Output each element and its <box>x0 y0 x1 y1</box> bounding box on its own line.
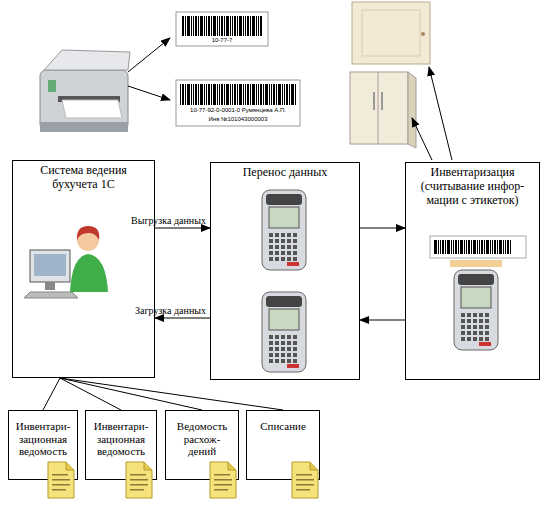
printer-illustration <box>40 122 128 132</box>
box-text: Инвентари- зационная ведомость <box>9 411 77 461</box>
printer-illustration <box>62 100 122 118</box>
inventory-arrow <box>429 67 452 160</box>
flow-arrow <box>60 378 283 410</box>
flow-arrow <box>360 228 405 229</box>
fridge-illustration <box>381 92 383 110</box>
inventory-arrow <box>412 118 432 160</box>
barcode-label <box>176 12 268 46</box>
barcode-label <box>176 12 268 46</box>
fridge-illustration <box>350 72 416 148</box>
printer-illustration <box>40 50 130 132</box>
box-text: Перенос данных <box>211 163 359 183</box>
edge-label: Загрузка данных <box>135 305 206 316</box>
door-illustration <box>352 2 430 64</box>
edge-label: Выгрузка данных <box>131 215 206 226</box>
report-box: Инвентари- зационная ведомость <box>85 410 157 480</box>
barcode-label <box>176 80 300 126</box>
box-text: Система ведения бухучета 1С <box>13 161 154 195</box>
print-arrow <box>128 38 170 72</box>
barcode-label <box>176 80 300 126</box>
print-arrow <box>128 86 170 100</box>
fridge-illustration <box>373 92 375 110</box>
box-text: Инвентари- зационная ведомость <box>86 411 156 461</box>
printer-illustration <box>44 50 130 70</box>
report-box: Инвентари- зационная ведомость <box>8 410 78 480</box>
door-illustration <box>352 2 430 64</box>
box-text: Ведомость расхож- дений <box>166 411 238 461</box>
barcode-text: Инв №101043000003 <box>176 116 300 122</box>
system-box: Инвентаризация (считывание инфор- мации … <box>405 162 540 380</box>
barcode-label <box>180 84 296 105</box>
flow-arrow <box>60 378 202 410</box>
printer-illustration <box>58 96 120 102</box>
flow-arrow <box>60 378 121 410</box>
system-box: Система ведения бухучета 1С <box>12 160 155 378</box>
report-box: Ведомость расхож- дений <box>165 410 239 480</box>
flow-arrow <box>155 318 210 319</box>
flow-arrow <box>360 320 405 321</box>
barcode-text: 10-77-92-0-0001-0 Румянцева А.П. <box>176 107 300 113</box>
flow-arrow <box>43 378 60 410</box>
report-box: Списание <box>246 410 320 480</box>
fridge-illustration <box>350 72 408 144</box>
fridge-illustration <box>378 72 379 144</box>
flow-arrow <box>155 228 210 229</box>
door-illustration <box>421 32 425 36</box>
box-text: Инвентаризация (считывание инфор- мации … <box>406 163 539 210</box>
barcode-text: 10-77-7 <box>176 37 268 43</box>
printer-illustration <box>40 70 128 130</box>
barcode-label <box>182 16 262 36</box>
box-text: Списание <box>247 411 319 436</box>
door-illustration <box>362 10 420 56</box>
printer-illustration <box>48 80 56 92</box>
system-box: Перенос данных <box>210 162 360 380</box>
fridge-illustration <box>408 72 416 148</box>
